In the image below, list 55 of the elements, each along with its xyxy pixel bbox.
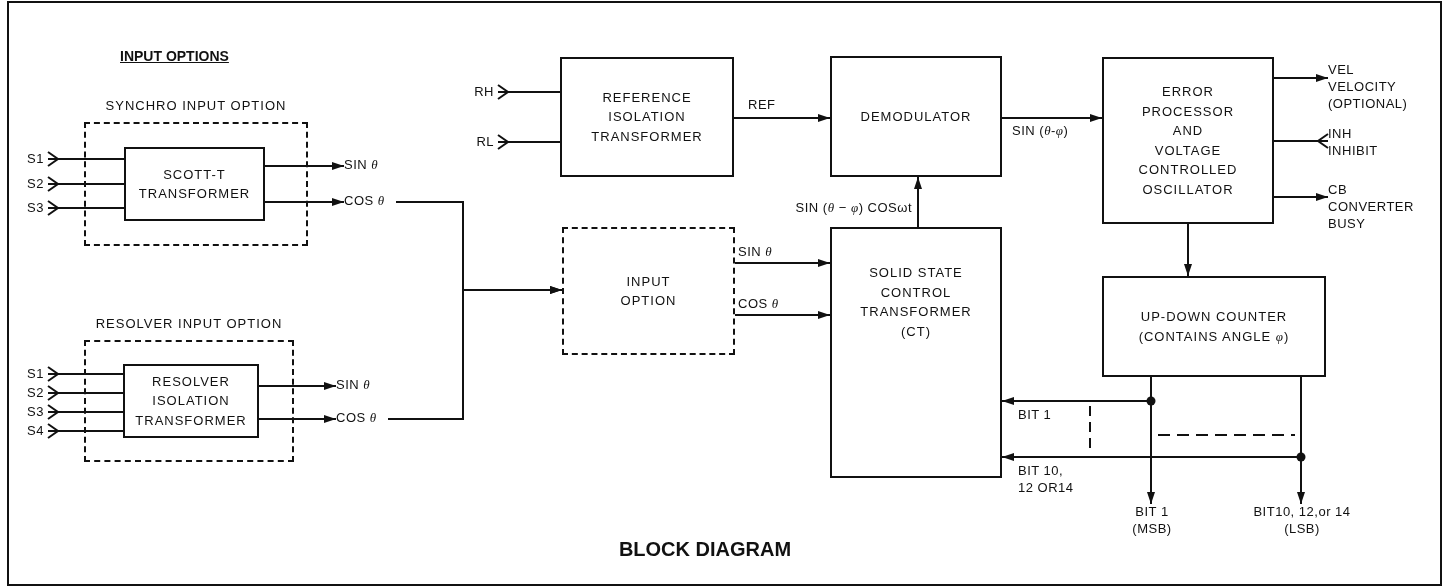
signal-label: BIT 1 (MSB) [1126, 504, 1178, 540]
signal-arrow [47, 366, 124, 382]
section-heading: INPUT OPTIONS [120, 48, 229, 64]
pin-label: S2 [14, 176, 48, 192]
group-heading: SYNCHRO INPUT OPTION [104, 98, 288, 113]
signal-label: INH INHIBIT [1328, 126, 1408, 162]
pin-label: S3 [14, 404, 48, 420]
pin-label: S4 [14, 423, 48, 439]
signal-arrow [47, 423, 124, 439]
signal-arrow [497, 134, 561, 150]
pin-label: S1 [14, 366, 48, 382]
signal-label: COS θ [336, 410, 388, 428]
pin-label: RH [462, 84, 498, 100]
process-box: DEMODULATOR [830, 56, 1002, 177]
signal-arrow [264, 198, 345, 206]
edge-label: SIN (θ-φ) [1012, 123, 1069, 140]
dashed-option-box: INPUT OPTION [562, 227, 735, 355]
signal-arrow [1273, 74, 1329, 82]
signal-arrow [497, 84, 561, 100]
signal-label: CB CONVERTER BUSY [1328, 182, 1428, 236]
signal-arrow [1184, 223, 1192, 277]
signal-arrow [47, 385, 124, 401]
signal-arrow [258, 415, 337, 423]
signal-arrow [1001, 114, 1103, 122]
signal-arrow [47, 151, 125, 167]
signal-arrow [47, 404, 124, 420]
signal-arrow [47, 200, 125, 216]
signal-arrow [734, 311, 831, 319]
pin-label: S1 [14, 151, 48, 167]
process-box: SOLID STATE CONTROL TRANSFORMER (CT) [830, 227, 1002, 478]
signal-label: SIN θ [344, 157, 396, 175]
signal-arrow [1273, 133, 1329, 149]
pin-label: S2 [14, 385, 48, 401]
signal-label: COS θ [344, 193, 396, 211]
pin-label: S3 [14, 200, 48, 216]
signal-arrow [47, 176, 125, 192]
signal-label: BIT10, 12,or 14 (LSB) [1240, 504, 1364, 540]
process-box: UP-DOWN COUNTER (CONTAINS ANGLE φ) [1102, 276, 1326, 377]
signal-arrow [734, 259, 831, 267]
process-box: REFERENCE ISOLATION TRANSFORMER [560, 57, 734, 177]
signal-arrow [914, 176, 922, 228]
signal-arrow [733, 114, 831, 122]
signal-label: SIN θ [336, 377, 388, 395]
signal-arrow [1273, 193, 1329, 201]
group-heading: RESOLVER INPUT OPTION [94, 316, 284, 331]
process-box: ERROR PROCESSOR AND VOLTAGE CONTROLLED OSCILLATOR [1102, 57, 1274, 224]
diagram-title: BLOCK DIAGRAM [617, 538, 793, 561]
edge-label: SIN (θ − φ) COSωt [795, 200, 912, 217]
signal-arrow [258, 382, 337, 390]
process-box: RESOLVER ISOLATION TRANSFORMER [123, 364, 259, 438]
process-box: SCOTT-T TRANSFORMER [124, 147, 265, 221]
signal-arrow [387, 286, 563, 420]
signal-label: VEL VELOCITY (OPTIONAL) [1328, 62, 1428, 116]
pin-label: RL [462, 134, 498, 150]
signal-arrow [264, 162, 345, 170]
